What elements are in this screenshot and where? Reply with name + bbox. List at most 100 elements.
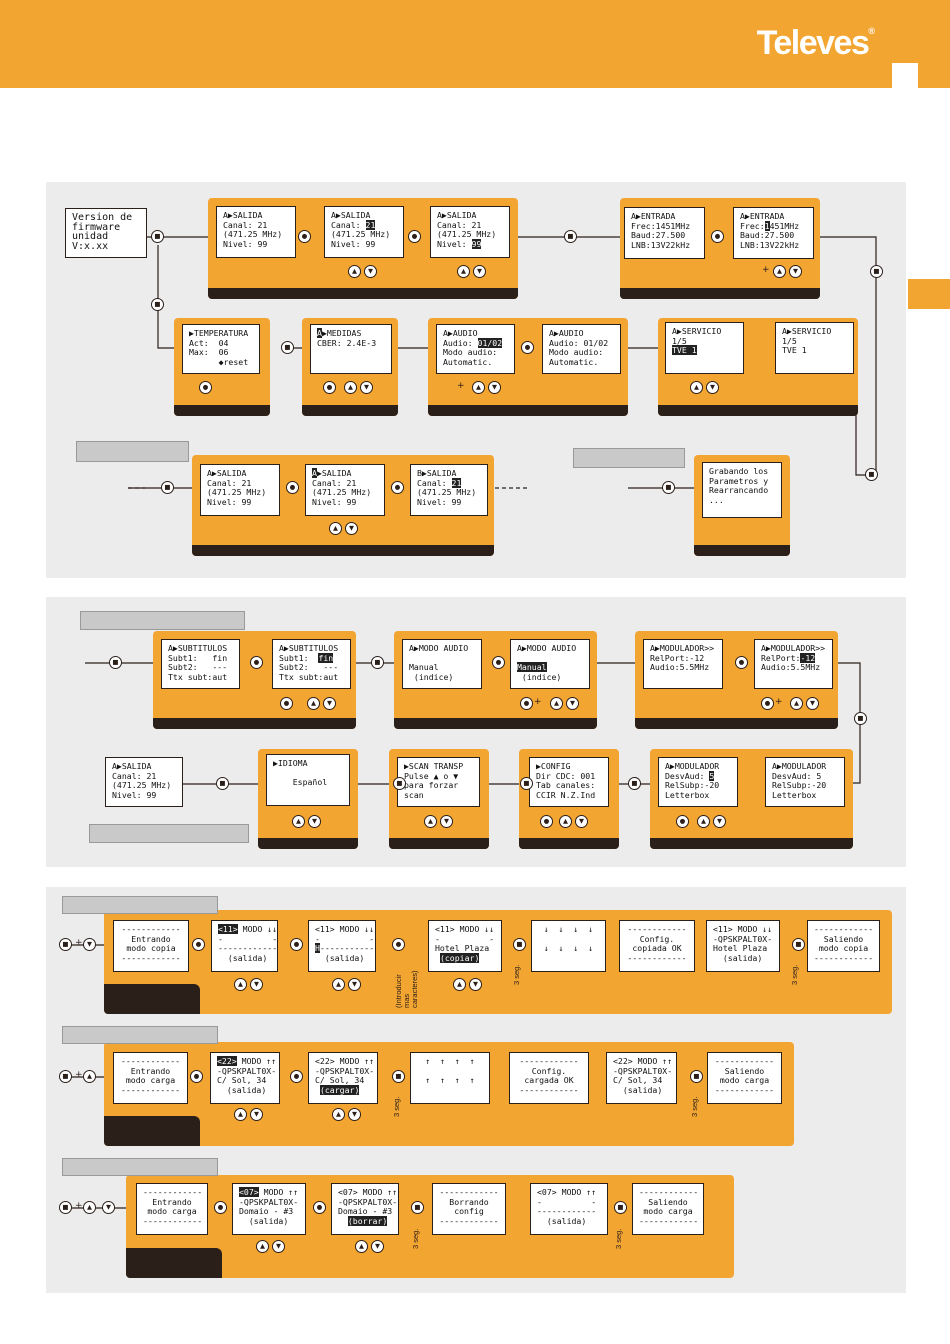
step-square-icon: ■ [281, 341, 294, 354]
callout-7 [62, 1158, 218, 1176]
up-triangle-icon: ▲ [355, 1240, 368, 1253]
up-triangle-icon: ▲ [550, 697, 563, 710]
step-square-icon: ■ [792, 938, 805, 951]
step-square-icon: ■ [662, 481, 675, 494]
header-notch [892, 63, 918, 88]
up-triangle-icon: ▲ [790, 697, 803, 710]
up-triangle-icon: ▲ [329, 522, 342, 535]
ok-circle-icon: ● [391, 481, 404, 494]
step-square-icon: ■ [59, 1201, 72, 1214]
ok-circle-icon: ● [280, 697, 293, 710]
down-triangle-icon: ▼ [360, 381, 373, 394]
down-triangle-icon: ▼ [806, 697, 819, 710]
screen-copy-6: ------------Config.copiada OK-----------… [619, 920, 695, 972]
step-square-icon: ■ [411, 1201, 424, 1214]
up-triangle-icon: ▲ [690, 381, 703, 394]
up-triangle-icon: ▲ [292, 815, 305, 828]
ok-circle-icon: ● [214, 1201, 227, 1214]
screen-load-3: <22> MODO ↑↑-QPSKPALT0X-C/ Sol, 34 (carg… [308, 1052, 378, 1104]
screen-copy-3: <11> MODO ↓↓- -H----------- (salida) [308, 920, 376, 972]
plus-sign: + [762, 265, 770, 275]
step-square-icon: ■ [854, 712, 867, 725]
callout-3 [80, 611, 245, 630]
up-triangle-icon: ▲ [457, 265, 470, 278]
plus-sign: + [775, 697, 783, 707]
down-triangle-icon: ▼ [83, 938, 96, 951]
down-triangle-icon: ▼ [250, 1108, 263, 1121]
plus-sign: + [457, 381, 465, 391]
step-square-icon: ■ [59, 938, 72, 951]
down-triangle-icon: ▼ [348, 1108, 361, 1121]
step-square-icon: ■ [151, 298, 164, 311]
ok-circle-icon: ● [540, 815, 553, 828]
brand-logo: Televes® [756, 24, 875, 62]
up-triangle-icon: ▲ [453, 978, 466, 991]
down-triangle-icon: ▼ [566, 697, 579, 710]
callout-5 [62, 896, 218, 914]
up-triangle-icon: ▲ [424, 815, 437, 828]
plus-sign: + [75, 1201, 83, 1211]
up-triangle-icon: ▲ [332, 978, 345, 991]
down-triangle-icon: ▼ [469, 978, 482, 991]
down-triangle-icon: ▼ [488, 381, 501, 394]
note-3seg-6: 3 seg. [614, 1228, 623, 1249]
down-triangle-icon: ▼ [345, 522, 358, 535]
step-square-icon: ■ [371, 656, 384, 669]
down-triangle-icon: ▼ [789, 265, 802, 278]
ok-circle-icon: ● [521, 341, 534, 354]
ok-circle-icon: ● [250, 656, 263, 669]
up-triangle-icon: ▲ [83, 1201, 96, 1214]
step-square-icon: ■ [59, 1070, 72, 1083]
plus-sign: + [534, 697, 542, 707]
screen-copy-5: ↓ ↓ ↓ ↓↓ ↓ ↓ ↓ [531, 920, 606, 972]
ok-circle-icon: ● [286, 481, 299, 494]
callout-2 [573, 448, 685, 468]
step-square-icon: ■ [161, 481, 174, 494]
step-square-icon: ■ [513, 938, 526, 951]
screen-copy-2: <11> MODO ↓↓- ------------- (salida) [211, 920, 278, 972]
down-triangle-icon: ▼ [348, 978, 361, 991]
down-triangle-icon: ▼ [323, 697, 336, 710]
down-triangle-icon: ▼ [371, 1240, 384, 1253]
up-triangle-icon: ▲ [256, 1240, 269, 1253]
screen-erase-3: <07> MODO ↑↑-QPSKPALT0X-Domaio - #3 (bor… [331, 1183, 399, 1235]
note-3seg-5: 3 seg. [411, 1228, 420, 1249]
screen-erase-5: <07> MODO ↑↑- ------------- (salida) [530, 1183, 608, 1235]
up-triangle-icon: ▲ [472, 381, 485, 394]
screen-load-6: <22> MODO ↑↑-QPSKPALT0X-C/ Sol, 34 (sali… [606, 1052, 677, 1104]
up-triangle-icon: ▲ [234, 978, 247, 991]
ok-circle-icon: ● [290, 1070, 303, 1083]
ok-circle-icon: ● [735, 656, 748, 669]
ok-circle-icon: ● [298, 230, 311, 243]
down-triangle-icon: ▼ [440, 815, 453, 828]
callout-1 [76, 441, 189, 462]
callout-6 [62, 1026, 218, 1044]
callout-4 [89, 824, 249, 843]
up-triangle-icon: ▲ [307, 697, 320, 710]
screen-load-5: ------------Config.cargada OK-----------… [509, 1052, 589, 1104]
ok-circle-icon: ● [711, 230, 724, 243]
note-3seg-1: 3 seg. [512, 964, 521, 985]
down-triangle-icon: ▼ [272, 1240, 285, 1253]
up-triangle-icon: ▲ [559, 815, 572, 828]
